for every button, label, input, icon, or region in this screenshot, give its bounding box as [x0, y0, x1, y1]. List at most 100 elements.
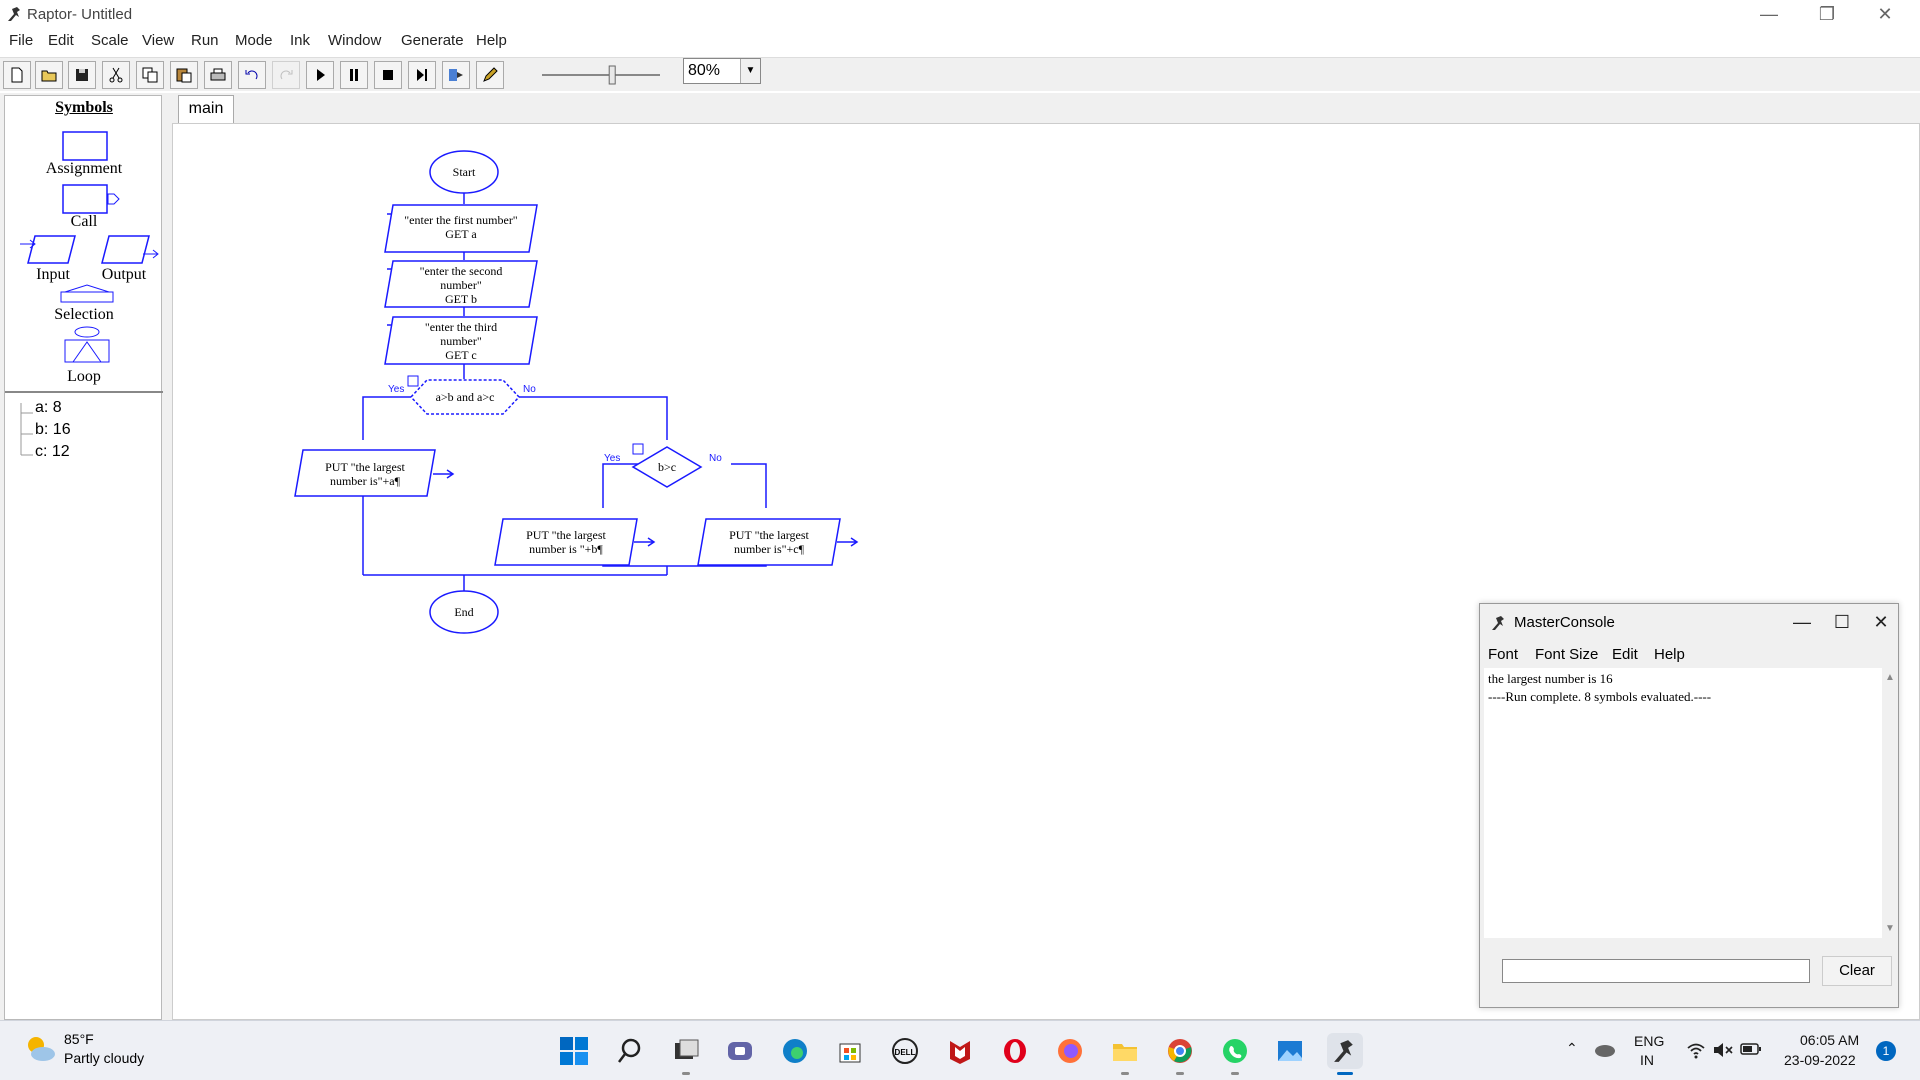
console-scrollbar[interactable]: ▲ ▼ — [1882, 668, 1898, 938]
onedrive-cloud-icon[interactable] — [1592, 1041, 1616, 1057]
console-line: the largest number is 16 — [1488, 671, 1613, 686]
undo-icon[interactable] — [238, 61, 266, 89]
chevron-down-icon[interactable]: ▼ — [740, 59, 760, 83]
collapse-icon — [632, 443, 644, 455]
console-close-button[interactable]: ✕ — [1873, 612, 1889, 632]
battery-icon[interactable] — [1740, 1042, 1762, 1056]
language-eng[interactable]: ENG — [1634, 1033, 1665, 1049]
store-icon[interactable] — [832, 1033, 868, 1069]
console-menu-font[interactable]: Font — [1488, 646, 1519, 663]
symbols-panel: Symbols Assignment Call Input Output Sel… — [0, 93, 166, 1020]
console-menu-help[interactable]: Help — [1654, 646, 1685, 663]
restore-button[interactable]: ❐ — [1818, 4, 1836, 24]
clock-date[interactable]: 23-09-2022 — [1784, 1052, 1856, 1068]
redo-icon[interactable] — [272, 61, 300, 89]
input-a-box — [384, 204, 538, 253]
play-icon[interactable] — [306, 61, 334, 89]
output-a-line1: PUT "the largest — [325, 460, 405, 474]
menu-mode[interactable]: Mode — [235, 32, 273, 49]
open-folder-icon[interactable] — [35, 61, 63, 89]
wifi-icon[interactable] — [1686, 1041, 1706, 1059]
panel-splitter[interactable] — [166, 93, 172, 1020]
weather-temp: 85°F — [64, 1031, 94, 1047]
menu-ink[interactable]: Ink — [290, 32, 311, 49]
symbol-call[interactable]: Call — [70, 213, 98, 230]
raptor-taskbar-icon[interactable] — [1327, 1033, 1363, 1075]
menu-file[interactable]: File — [9, 32, 34, 49]
decision-1 — [409, 379, 521, 415]
console-input[interactable] — [1502, 959, 1810, 983]
start-terminal — [429, 150, 499, 194]
pen-icon[interactable] — [476, 61, 504, 89]
print-icon[interactable] — [204, 61, 232, 89]
output-a-line2: number is"+a¶ — [330, 474, 401, 488]
step-icon[interactable] — [408, 61, 436, 89]
symbol-input[interactable]: Input — [36, 266, 70, 283]
photos-icon[interactable] — [1272, 1033, 1308, 1069]
tab-strip: main — [172, 93, 1920, 123]
tab-main[interactable]: main — [178, 95, 234, 123]
console-output[interactable]: the largest number is 16 ----Run complet… — [1484, 668, 1882, 938]
chrome-icon[interactable] — [1162, 1033, 1198, 1075]
task-view-icon[interactable] — [668, 1033, 704, 1075]
scroll-down-icon[interactable]: ▼ — [1885, 923, 1895, 934]
save-icon[interactable] — [68, 61, 96, 89]
mcafee-icon[interactable] — [942, 1033, 978, 1069]
menu-bar: File Edit Scale View Run Mode Ink Window… — [0, 29, 1920, 53]
teams-chat-icon[interactable] — [722, 1033, 758, 1069]
show-hidden-icons-chevron-icon[interactable]: ⌃ — [1566, 1040, 1578, 1056]
console-minimize-button[interactable]: — — [1793, 612, 1811, 632]
file-explorer-icon[interactable] — [1107, 1033, 1143, 1075]
input-b-prompt2: number" — [440, 278, 482, 292]
zoom-value: 80% — [688, 62, 721, 79]
new-file-icon[interactable] — [3, 61, 31, 89]
search-icon[interactable] — [612, 1033, 648, 1069]
windows-start-icon[interactable] — [556, 1033, 592, 1069]
symbol-loop[interactable]: Loop — [67, 368, 101, 385]
menu-run[interactable]: Run — [191, 32, 219, 49]
menu-view[interactable]: View — [142, 32, 175, 49]
weather-widget[interactable]: 85°F Partly cloudy — [22, 1031, 144, 1071]
language-region[interactable]: IN — [1640, 1052, 1654, 1068]
notification-badge[interactable]: 1 — [1876, 1041, 1896, 1061]
symbol-assignment[interactable]: Assignment — [45, 160, 123, 177]
menu-generate[interactable]: Generate — [401, 32, 464, 49]
console-menu-font-size[interactable]: Font Size — [1535, 646, 1599, 663]
input-c-prompt: "enter the third — [425, 320, 497, 334]
input-b-box — [384, 260, 538, 308]
symbol-selection[interactable]: Selection — [54, 306, 114, 323]
input-symbol-icon — [27, 235, 76, 264]
firefox-icon[interactable] — [1052, 1033, 1088, 1069]
volume-muted-icon[interactable] — [1712, 1041, 1734, 1059]
menu-edit[interactable]: Edit — [48, 32, 74, 49]
menu-window[interactable]: Window — [328, 32, 382, 49]
test-server-icon[interactable] — [442, 61, 470, 89]
pause-icon[interactable] — [340, 61, 368, 89]
dell-icon[interactable]: DELL — [887, 1033, 923, 1069]
output-b-line1: PUT "the largest — [526, 528, 606, 542]
copy-icon[interactable] — [136, 61, 164, 89]
variable-c: c: 12 — [35, 443, 70, 460]
speed-slider[interactable] — [540, 64, 662, 86]
output-c-line2: number is"+c¶ — [734, 542, 805, 556]
clear-button[interactable]: Clear — [1822, 956, 1892, 986]
console-maximize-button[interactable]: ☐ — [1833, 612, 1851, 632]
clock-time[interactable]: 06:05 AM — [1800, 1032, 1860, 1048]
flowchart: Yes No Yes No Start "enter the first num… — [294, 150, 859, 634]
cut-icon[interactable] — [102, 61, 130, 89]
scroll-up-icon[interactable]: ▲ — [1885, 672, 1895, 683]
whatsapp-icon[interactable] — [1217, 1033, 1253, 1075]
close-button[interactable]: ✕ — [1877, 4, 1893, 24]
zoom-dropdown[interactable]: 80% ▼ — [683, 58, 761, 84]
menu-scale[interactable]: Scale — [91, 32, 129, 49]
edge-icon[interactable] — [777, 1033, 813, 1069]
yes-label-2: Yes — [604, 453, 620, 464]
stop-icon[interactable] — [374, 61, 402, 89]
paste-icon[interactable] — [170, 61, 198, 89]
symbol-output[interactable]: Output — [101, 266, 147, 283]
minimize-button[interactable]: — — [1760, 4, 1778, 24]
menu-help[interactable]: Help — [476, 32, 507, 49]
opera-icon[interactable] — [997, 1033, 1033, 1069]
decision-2 — [631, 446, 703, 488]
console-menu-edit[interactable]: Edit — [1612, 646, 1638, 663]
